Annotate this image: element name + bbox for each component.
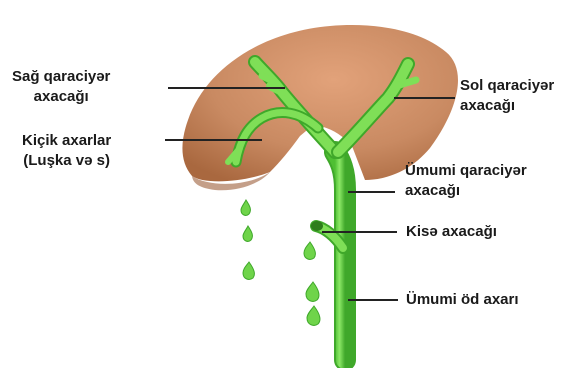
bile-drops [241,200,320,325]
label-left-hepatic-duct: Sol qaraciyər axacağı [460,76,554,116]
label-small-ducts: Kiçik axarlar (Luşka və s) [22,131,111,171]
label-cystic-duct: Kisə axacağı [406,222,497,242]
label-common-hepatic-duct: Ümumi qaraciyər axacağı [405,161,527,201]
cystic-duct-opening [311,221,323,231]
label-common-bile-duct: Ümumi öd axarı [406,290,519,310]
label-right-hepatic-duct: Sağ qaraciyər axacağı [12,67,110,107]
liver-shape [182,25,458,181]
